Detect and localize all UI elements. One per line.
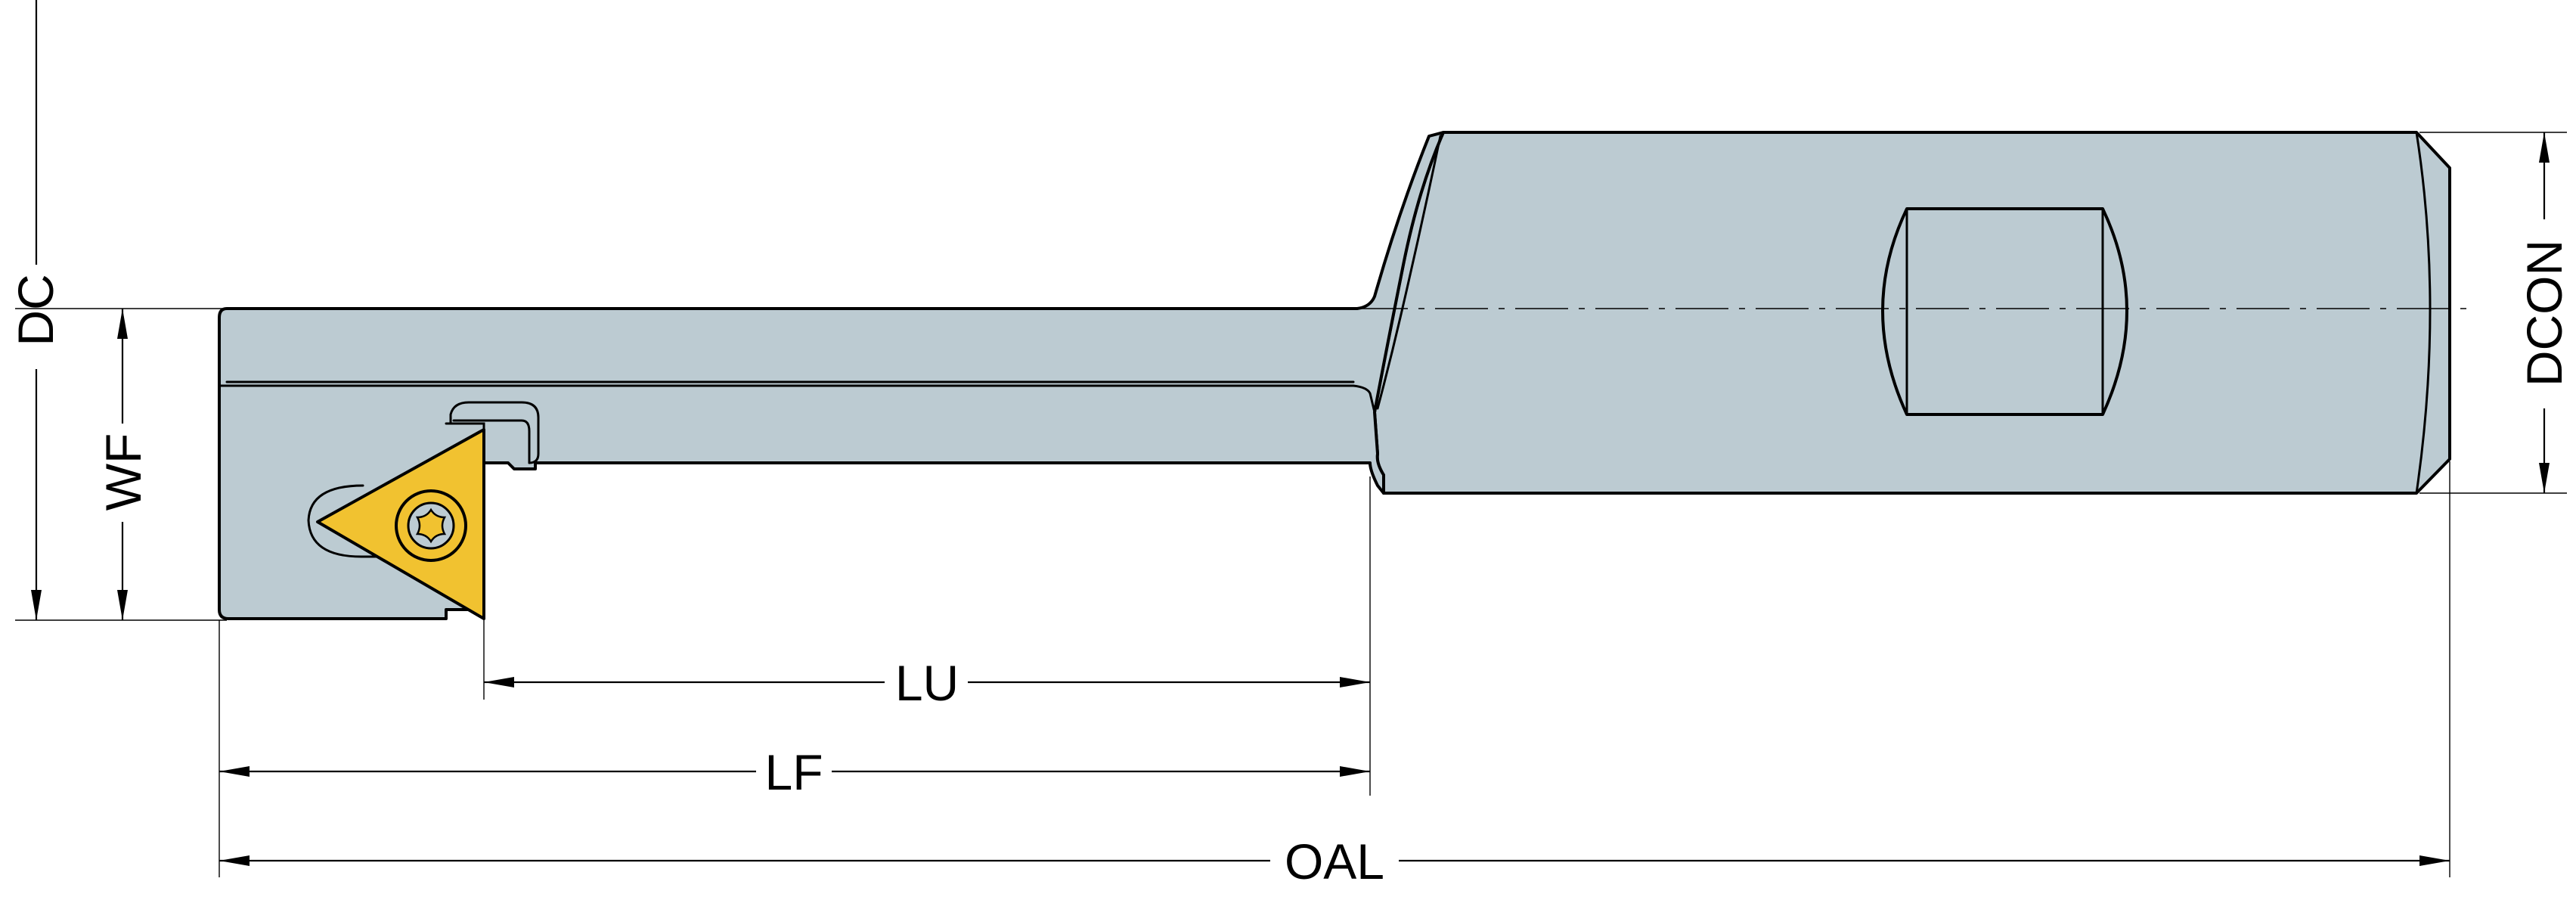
insert-pocket-inner <box>452 419 531 464</box>
torx-icon <box>415 507 447 544</box>
clearance-slot <box>307 484 380 558</box>
insert-shadow-edge <box>445 422 485 431</box>
transition-edge <box>1376 135 1442 410</box>
chip-groove <box>218 384 1376 414</box>
dimension-labels: DC WF DCON LU LF OAL <box>8 240 2572 889</box>
label-lf: LF <box>764 744 823 800</box>
clamping-flat <box>1881 207 2128 416</box>
label-oal: OAL <box>1285 833 1384 889</box>
shank-chamfer <box>2415 131 2432 495</box>
cutting-insert <box>316 422 485 620</box>
insert-pocket <box>449 401 540 464</box>
dimension-lines <box>31 0 2550 866</box>
label-dc: DC <box>8 274 64 346</box>
label-wf: WF <box>95 433 151 511</box>
boring-bar-neck <box>218 131 1445 620</box>
label-dcon: DCON <box>2516 240 2572 386</box>
label-lu: LU <box>895 655 959 711</box>
